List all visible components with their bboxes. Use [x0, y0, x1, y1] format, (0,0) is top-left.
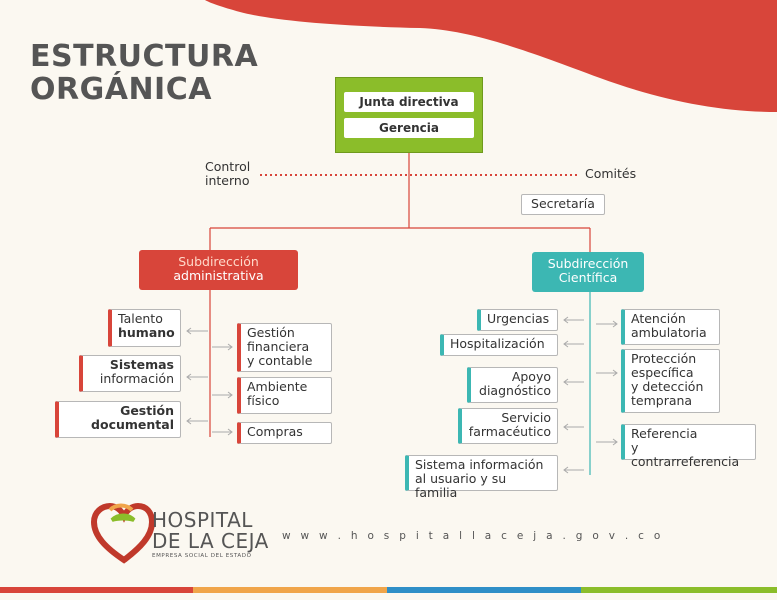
gerencia-label: Gerencia — [344, 118, 474, 138]
farmaceutico-line-1: Servicio — [501, 410, 551, 425]
title-line-1: ESTRUCTURA — [30, 39, 259, 74]
subdireccion-cientifica-box: Subdirección Científica — [532, 252, 644, 292]
financiera-line-3: y contable — [247, 353, 313, 368]
hospitalizacion-line-1: Hospitalización — [450, 336, 545, 351]
junta-directiva-label: Junta directiva — [344, 92, 474, 112]
gestion-doc-line-1: Gestión — [120, 403, 174, 418]
sistema-usuario-line-2: al usuario y su familia — [415, 471, 507, 500]
apoyo-line-1: Apoyo — [511, 369, 551, 384]
proteccion-line-1: Protección — [631, 351, 697, 366]
proteccion-especifica-box: Protección específica y detección tempra… — [621, 349, 720, 413]
direction-box: Junta directiva Gerencia — [335, 77, 483, 153]
referencia-box: Referencia y contrarreferencia — [621, 424, 756, 469]
footer-bar-blue — [387, 587, 581, 593]
control-interno-label: Control interno — [205, 160, 250, 188]
footer-bar-orange — [193, 587, 387, 593]
admin-head-line-1: Subdirección — [178, 254, 259, 269]
proteccion-line-3: y detección — [631, 379, 704, 394]
apoyo-diagnostico-box: Apoyo diagnóstico — [467, 367, 558, 403]
control-line-1: Control — [205, 159, 251, 174]
footer-bar-green — [581, 587, 777, 593]
gestion-documental-box: Gestión documental — [55, 401, 181, 438]
compras-line-1: Compras — [247, 424, 303, 439]
cientifica-head-line-1: Subdirección — [547, 256, 629, 271]
referencia-line-2: y contrarreferencia — [631, 440, 740, 469]
farmaceutico-line-2: farmacéutico — [468, 424, 551, 439]
page-title: ESTRUCTURA ORGÁNICA — [30, 40, 258, 106]
control-line-2: interno — [205, 173, 250, 188]
sistema-usuario-line-1: Sistema información — [415, 457, 544, 472]
gestion-financiera-box: Gestión financiera y contable — [237, 323, 332, 372]
atencion-ambulatoria-box: Atención ambulatoria — [621, 309, 720, 345]
title-line-2: ORGÁNICA — [30, 72, 212, 107]
subdireccion-administrativa-box: Subdirección administrativa — [139, 250, 298, 290]
gestion-doc-line-2: documental — [91, 417, 174, 432]
talento-line-1: Talento — [118, 311, 163, 326]
hospital-heart-logo-icon — [90, 502, 156, 564]
header-wave-decoration — [205, 0, 777, 112]
cientifica-head-line-2: Científica — [558, 270, 618, 285]
hospital-logo-text: HOSPITAL DE LA CEJA EMPRESA SOCIAL DEL E… — [152, 510, 269, 561]
ambulatoria-line-2: ambulatoria — [631, 325, 707, 340]
comites-label: Comités — [585, 166, 637, 181]
urgencias-line-1: Urgencias — [487, 311, 550, 326]
sistemas-line-2: información — [99, 371, 174, 386]
compras-box: Compras — [237, 422, 332, 444]
hospitalizacion-box: Hospitalización — [440, 334, 558, 356]
proteccion-line-2: específica — [631, 365, 694, 380]
financiera-line-1: Gestión — [247, 325, 295, 340]
apoyo-line-2: diagnóstico — [479, 383, 551, 398]
servicio-farmaceutico-box: Servicio farmacéutico — [458, 408, 558, 444]
sistemas-line-1: Sistemas — [109, 357, 174, 372]
proteccion-line-4: temprana — [631, 393, 693, 408]
secretaria-box: Secretaría — [521, 194, 605, 215]
logo-line-1: HOSPITAL — [152, 508, 253, 532]
urgencias-box: Urgencias — [477, 309, 558, 331]
sistema-informacion-usuario-box: Sistema información al usuario y su fami… — [405, 455, 558, 500]
sistemas-informacion-box: Sistemas información — [79, 355, 181, 392]
referencia-line-1: Referencia — [631, 426, 698, 441]
talento-line-2: humano — [118, 325, 175, 340]
ambulatoria-line-1: Atención — [631, 311, 686, 326]
financiera-line-2: financiera — [247, 339, 310, 354]
ambiente-line-2: físico — [247, 393, 280, 408]
ambiente-line-1: Ambiente — [247, 379, 308, 394]
website-url: w w w . h o s p i t a l l a c e j a . g … — [282, 530, 664, 542]
footer-bar-red — [0, 587, 193, 593]
ambiente-fisico-box: Ambiente físico — [237, 377, 332, 414]
talento-humano-box: Talento humano — [108, 309, 181, 347]
logo-line-3: EMPRESA SOCIAL DEL ESTADO — [152, 553, 252, 559]
admin-head-line-2: administrativa — [173, 268, 264, 283]
logo-line-2: DE LA CEJA — [152, 529, 269, 553]
